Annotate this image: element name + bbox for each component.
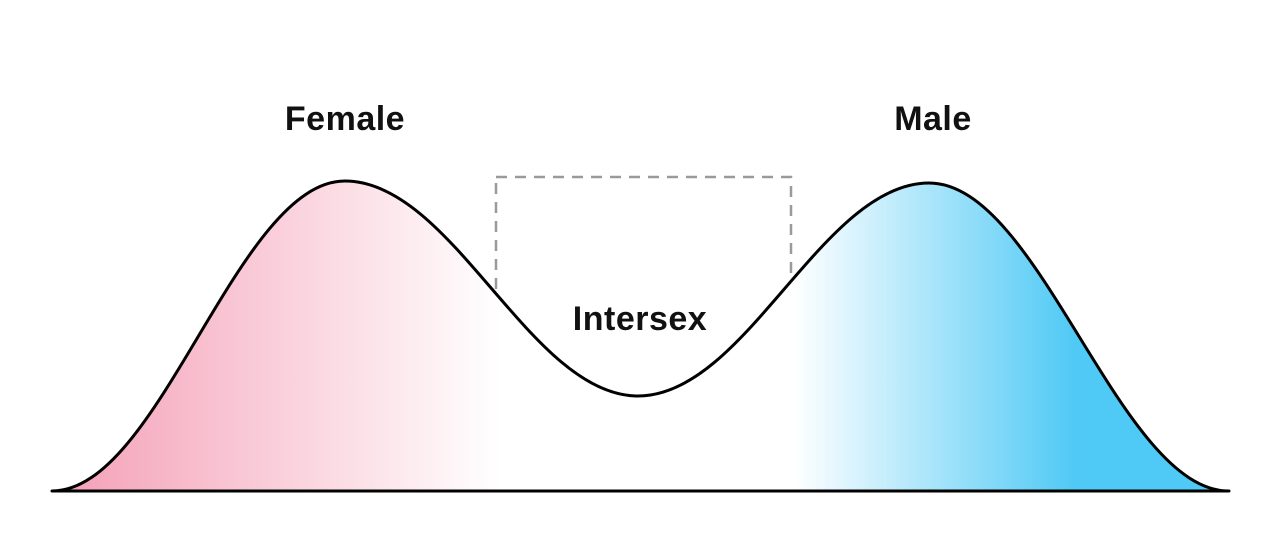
intersex-label: Intersex xyxy=(572,300,708,338)
female-label: Female xyxy=(284,100,406,138)
male-label: Male xyxy=(894,100,972,138)
distribution-curve xyxy=(50,179,1231,493)
